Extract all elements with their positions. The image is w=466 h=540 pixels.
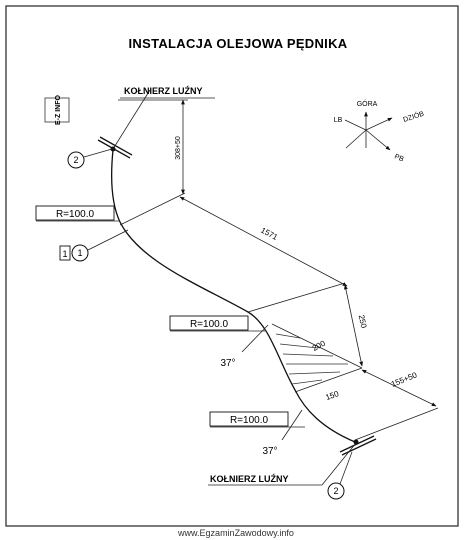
radius-box-2: R=100.0: [169, 315, 265, 332]
svg-text:1571: 1571: [259, 226, 279, 243]
svg-text:R=100.0: R=100.0: [230, 415, 269, 426]
item-callout-2-top: 2: [67, 148, 113, 169]
dim-1571: 1571: [119, 192, 348, 287]
svg-text:GÓRA: GÓRA: [357, 99, 378, 108]
svg-text:308+50: 308+50: [175, 136, 182, 160]
angle-callout-1: 37°: [220, 324, 269, 369]
dim-250: 250: [247, 282, 369, 367]
svg-text:1: 1: [77, 248, 82, 258]
bottom-flange: KOŁNIERZ LUŹNY: [208, 435, 377, 486]
svg-text:DZIÓB: DZIÓB: [402, 109, 425, 124]
logo: E-Z INFO: [44, 94, 70, 125]
radius-box-1: R=100.0: [35, 205, 120, 222]
footer-watermark: www.EgzaminZawodowy.info: [177, 528, 294, 538]
svg-text:R=100.0: R=100.0: [56, 209, 95, 220]
svg-text:1: 1: [62, 249, 67, 259]
svg-text:2: 2: [73, 155, 78, 165]
pipe-line: [111, 149, 356, 443]
orientation-compass: GÓRA LB DZIÓB PB: [334, 99, 426, 163]
angle-callout-2: 37°: [262, 409, 303, 457]
svg-text:LB: LB: [334, 117, 343, 124]
top-flange: KOŁNIERZ LUŹNY: [97, 86, 215, 159]
drawing-frame: [5, 5, 459, 527]
svg-text:150: 150: [324, 389, 340, 402]
item-callout-2-bottom: 2: [327, 451, 353, 500]
item-callout-1: 1 1: [59, 229, 129, 262]
flange-bottom-label: KOŁNIERZ LUŹNY: [210, 474, 289, 484]
svg-text:2: 2: [333, 486, 338, 496]
svg-text:250: 250: [357, 314, 369, 329]
flange-top-label: KOŁNIERZ LUŹNY: [124, 86, 203, 96]
svg-text:PB: PB: [393, 153, 405, 163]
logo-text: E-Z INFO: [55, 94, 62, 124]
hatched-offset-area: 200 150: [271, 323, 363, 402]
dim-155-50: 155+50: [354, 369, 439, 441]
radius-box-3: R=100.0: [209, 411, 305, 428]
svg-text:R=100.0: R=100.0: [190, 319, 229, 330]
svg-text:155+50: 155+50: [390, 370, 419, 389]
drawing-title: INSTALACJA OLEJOWA PĘDNIKA: [129, 36, 348, 51]
svg-text:37°: 37°: [220, 358, 235, 369]
dim-308-50: 308+50: [118, 99, 188, 195]
svg-text:200: 200: [311, 338, 327, 352]
svg-text:37°: 37°: [262, 446, 277, 457]
